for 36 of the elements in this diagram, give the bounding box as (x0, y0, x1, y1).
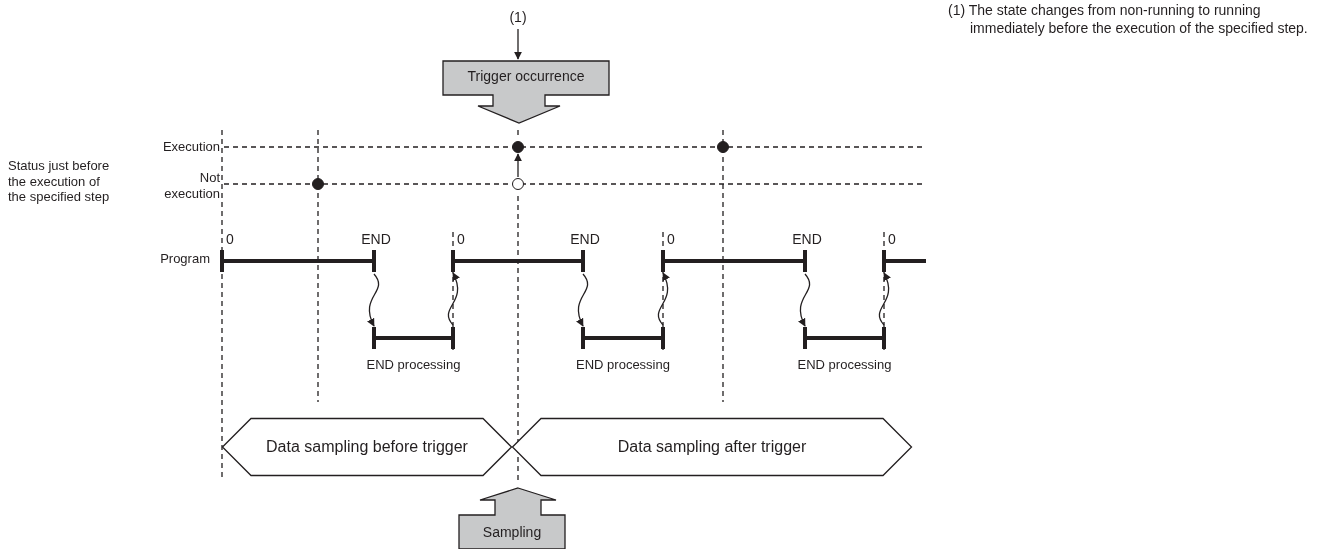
row-label: Not execution (163, 170, 220, 202)
step-label: 0 (667, 231, 675, 247)
node-label: Trigger occurrence (467, 68, 585, 85)
node-label: (1) (509, 8, 527, 26)
footnote: (1) The state changes from non-running to running immediately before the execution of the specified step. (948, 1, 1309, 38)
node-label: Sampling (482, 523, 542, 540)
bar-caption: END processing (366, 357, 461, 372)
wavy-arrow (367, 273, 380, 327)
wavy-arrow (576, 273, 589, 327)
hexagon-band (222, 418, 512, 476)
wavy-arrow (878, 272, 891, 326)
row-label: Status just before the execution of the specified step (8, 158, 111, 205)
hexagon-band (512, 418, 912, 476)
row-label: Execution (161, 139, 220, 155)
state-dot (312, 178, 324, 190)
node-label: Data sampling after trigger (617, 437, 807, 457)
step-label: END (361, 231, 391, 247)
wavy-arrow (447, 272, 460, 326)
block-arrow-down (442, 60, 610, 124)
step-label: END (570, 231, 600, 247)
arrow (514, 28, 522, 60)
step-label: 0 (888, 231, 896, 247)
state-dot (512, 141, 524, 153)
block-arrow-up (458, 487, 566, 549)
node-label: Data sampling before trigger (266, 437, 468, 457)
bar-caption: END processing (576, 357, 670, 372)
step-label: 0 (457, 231, 465, 247)
step-label: END (792, 231, 822, 247)
wavy-arrow (657, 272, 670, 326)
wavy-arrow (798, 273, 811, 327)
state-dot (717, 141, 729, 153)
row-label: Program (159, 251, 210, 267)
bar-caption: END processing (797, 357, 892, 372)
arrow (514, 153, 522, 178)
state-dot (512, 178, 524, 190)
step-label: 0 (226, 231, 234, 247)
